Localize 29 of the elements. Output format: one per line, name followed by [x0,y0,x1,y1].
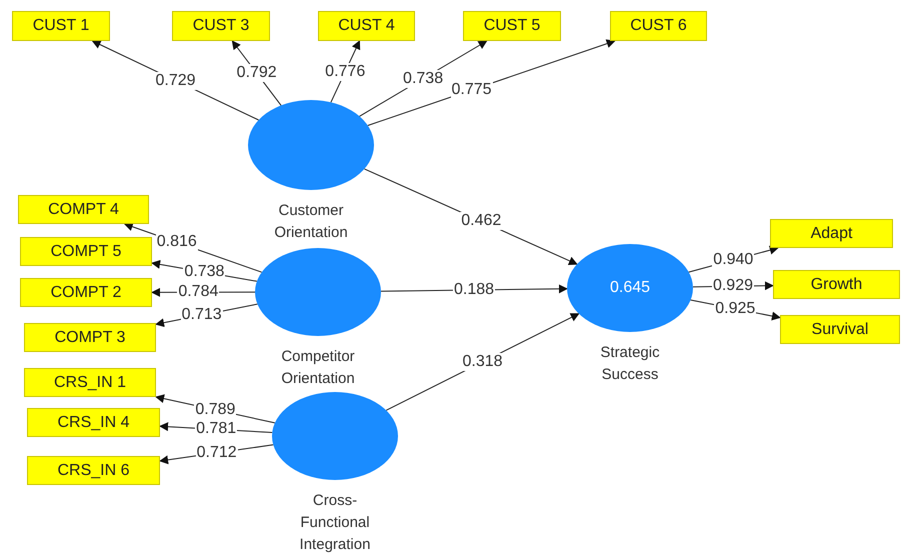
edge-label: 0.318 [461,353,504,371]
edge-label: 0.940 [712,251,754,270]
indicator-box: COMPT 3 [24,323,156,352]
indicator-box: COMPT 5 [20,237,152,266]
indicator-box: CUST 4 [318,11,415,41]
edge-label: 0.462 [460,212,502,230]
edge-label: 0.729 [154,72,197,90]
edge-label: 0.775 [450,81,493,100]
indicator-box: CUST 6 [610,11,707,41]
edge-label: 0.816 [156,233,198,252]
construct-label: Strategic Success [599,343,661,385]
edge-label: 0.738 [402,70,444,88]
indicator-box: COMPT 4 [18,195,149,224]
edge-label: 0.792 [236,64,278,82]
edge-label: 0.776 [324,62,366,81]
indicator-box: CUST 1 [12,11,110,41]
indicator-box: CRS_IN 6 [27,456,160,485]
indicator-box: COMPT 2 [20,278,152,307]
indicator-box: CUST 3 [172,11,270,41]
r-squared-value: 0.645 [610,279,650,297]
indicator-box: CRS_IN 4 [27,408,160,437]
indicator-box: CRS_IN 1 [24,368,156,397]
indicator-box: Survival [780,315,900,344]
indicator-box: Adapt [770,219,893,248]
construct-label: Customer Orientation [273,201,349,243]
construct-label: Competitor Orientation [280,347,356,389]
indicator-box: CUST 5 [463,11,561,41]
construct-label: Cross-Functional Integration [298,491,372,555]
indicator-box: Growth [773,270,900,299]
